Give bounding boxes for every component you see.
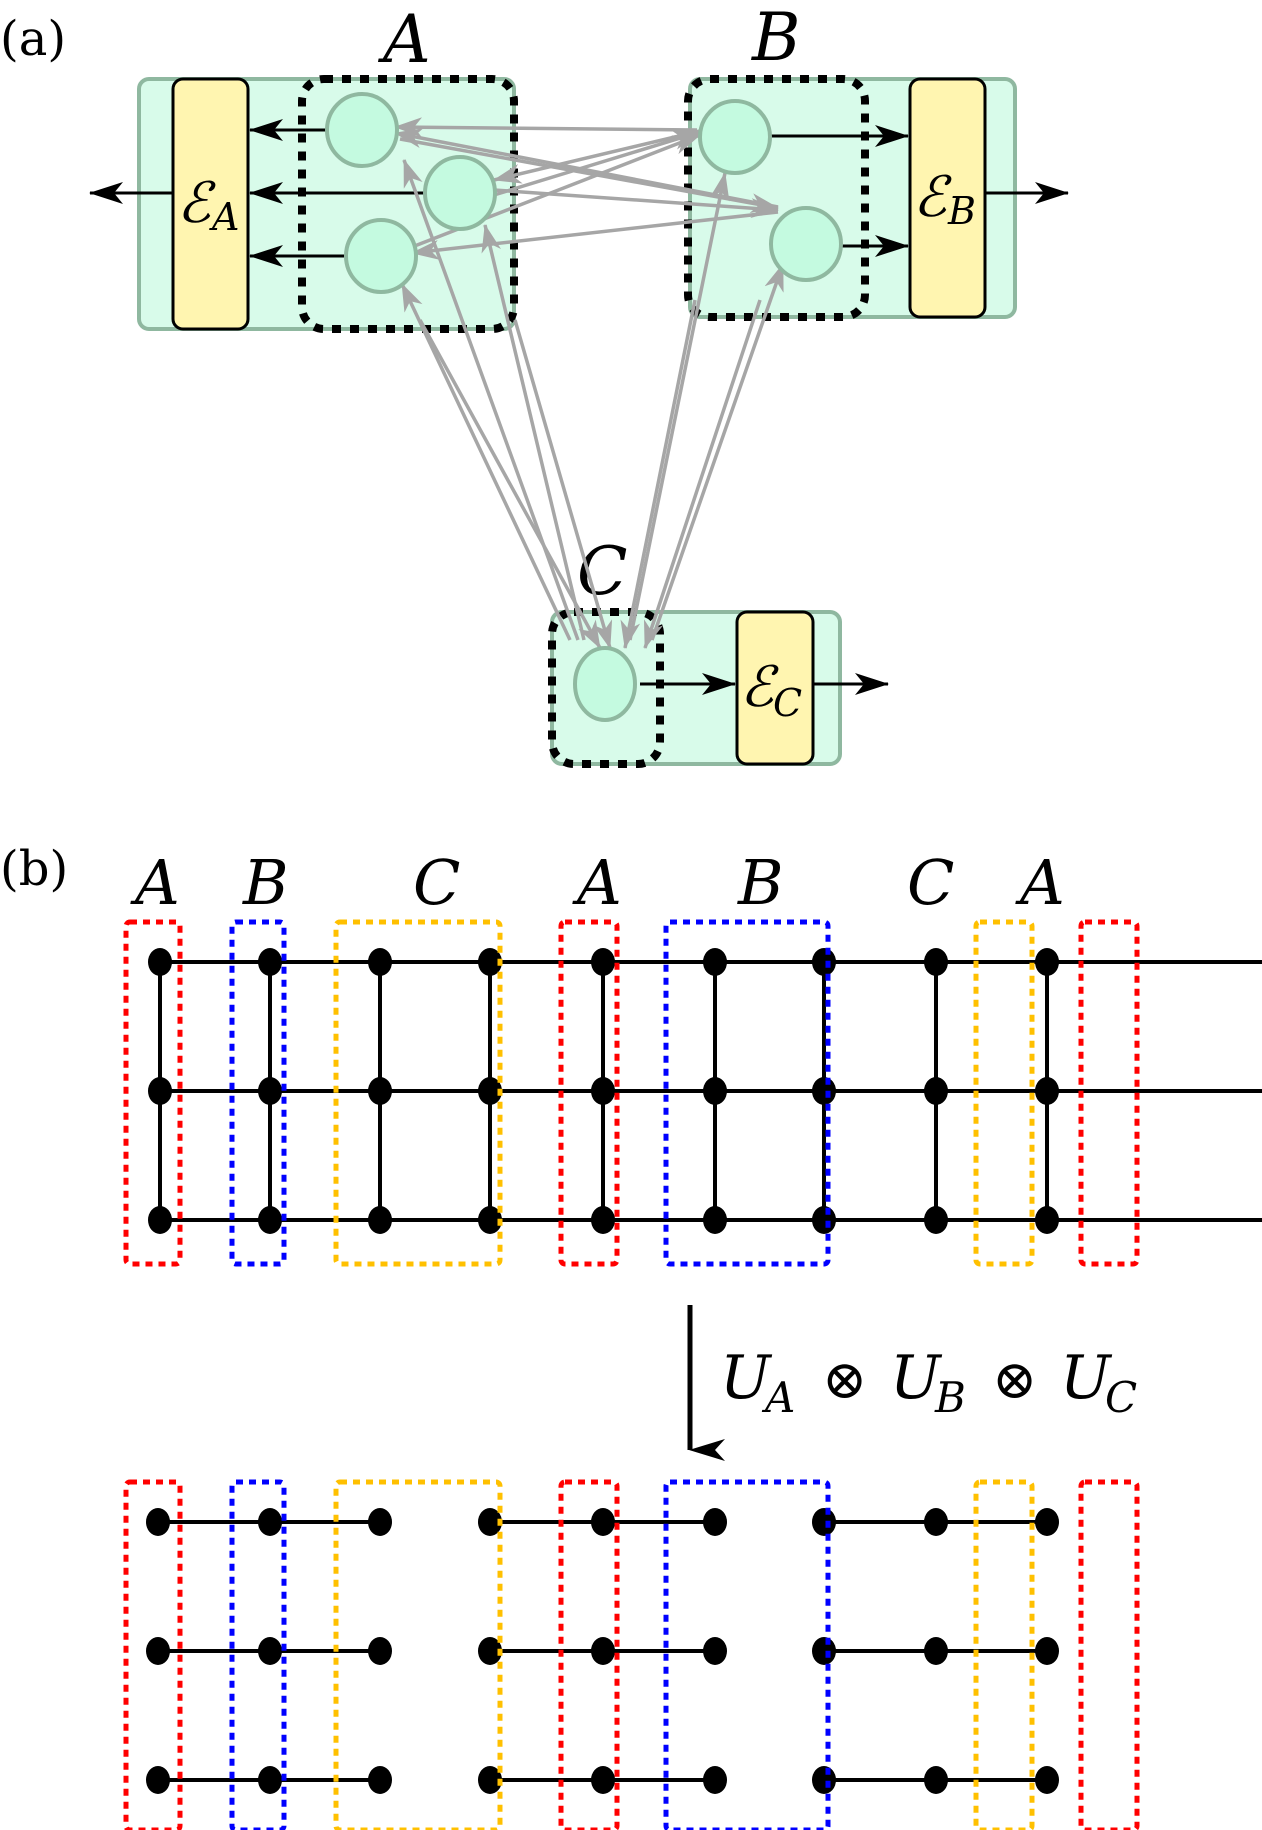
lower-group-box-a3 [1078, 1479, 1140, 1830]
subsystem-nodes [325, 92, 843, 722]
column-labels: A B C A B C A [130, 846, 1065, 919]
subsystem-a-label: A [377, 1, 431, 78]
node-c1 [573, 646, 637, 722]
lower-group-boxes [123, 1479, 1140, 1830]
subsystem-c-label: C [577, 533, 628, 610]
transform-u1: U [720, 1343, 773, 1413]
node-b2 [769, 206, 843, 282]
group-c-dotted-box [548, 608, 664, 768]
lower-group-box-c1 [333, 1479, 503, 1830]
channel-c-symbol: ℰ [740, 655, 779, 720]
channel-a-subscript: A [209, 195, 239, 239]
lower-group-box-a2 [558, 1479, 620, 1830]
node-a3 [344, 218, 418, 294]
group-box-a3 [1078, 919, 1140, 1267]
channel-b-box [908, 77, 987, 319]
tensor-product-2: ⊗ [992, 1348, 1037, 1411]
node-a2 [423, 155, 497, 231]
group-a-dotted-box [298, 75, 518, 333]
transform-u2: U [890, 1343, 943, 1413]
panel-b-label: (b) [0, 841, 68, 897]
column-label-a2: A [572, 846, 622, 919]
group-box-b2 [663, 919, 831, 1267]
column-label-c1: C [413, 846, 460, 919]
lower-group-box-a1 [123, 1479, 183, 1830]
column-label-b2: B [737, 846, 784, 919]
tensor-product-1: ⊗ [822, 1348, 867, 1411]
group-box-a1 [123, 919, 183, 1267]
column-label-a1: A [130, 846, 180, 919]
subsystem-c-region: ℰ C C [548, 533, 889, 768]
channel-b-symbol: ℰ [913, 165, 952, 230]
column-label-c2: C [907, 846, 954, 919]
upper-lattice-sites [148, 948, 1059, 1234]
column-label-a3: A [1015, 846, 1065, 919]
lower-group-box-b2 [663, 1479, 831, 1830]
transform-sub-a: A [761, 1373, 795, 1422]
transform-sub-b: B [934, 1373, 966, 1422]
channel-b-subscript: B [947, 189, 976, 233]
node-a1 [325, 92, 399, 168]
group-box-a2 [558, 919, 620, 1267]
group-box-c1 [333, 919, 503, 1267]
upper-group-boxes [123, 919, 1140, 1267]
transform-sub-c: C [1105, 1373, 1137, 1422]
channel-a-box [171, 77, 250, 331]
lower-group-box-b1 [229, 1479, 287, 1830]
lower-group-box-c2 [973, 1479, 1035, 1830]
channel-c-subscript: C [773, 681, 802, 725]
panel-a-label: (a) [0, 11, 66, 67]
transform-u3: U [1060, 1343, 1113, 1413]
channel-a-symbol: ℰ [177, 171, 216, 236]
subsystem-b-label: B [751, 0, 801, 76]
channel-c-box [735, 610, 815, 766]
transform-label: U A ⊗ U B ⊗ U C [720, 1343, 1137, 1422]
group-box-c2 [973, 919, 1035, 1267]
node-b1 [698, 99, 772, 175]
column-label-b1: B [242, 846, 289, 919]
